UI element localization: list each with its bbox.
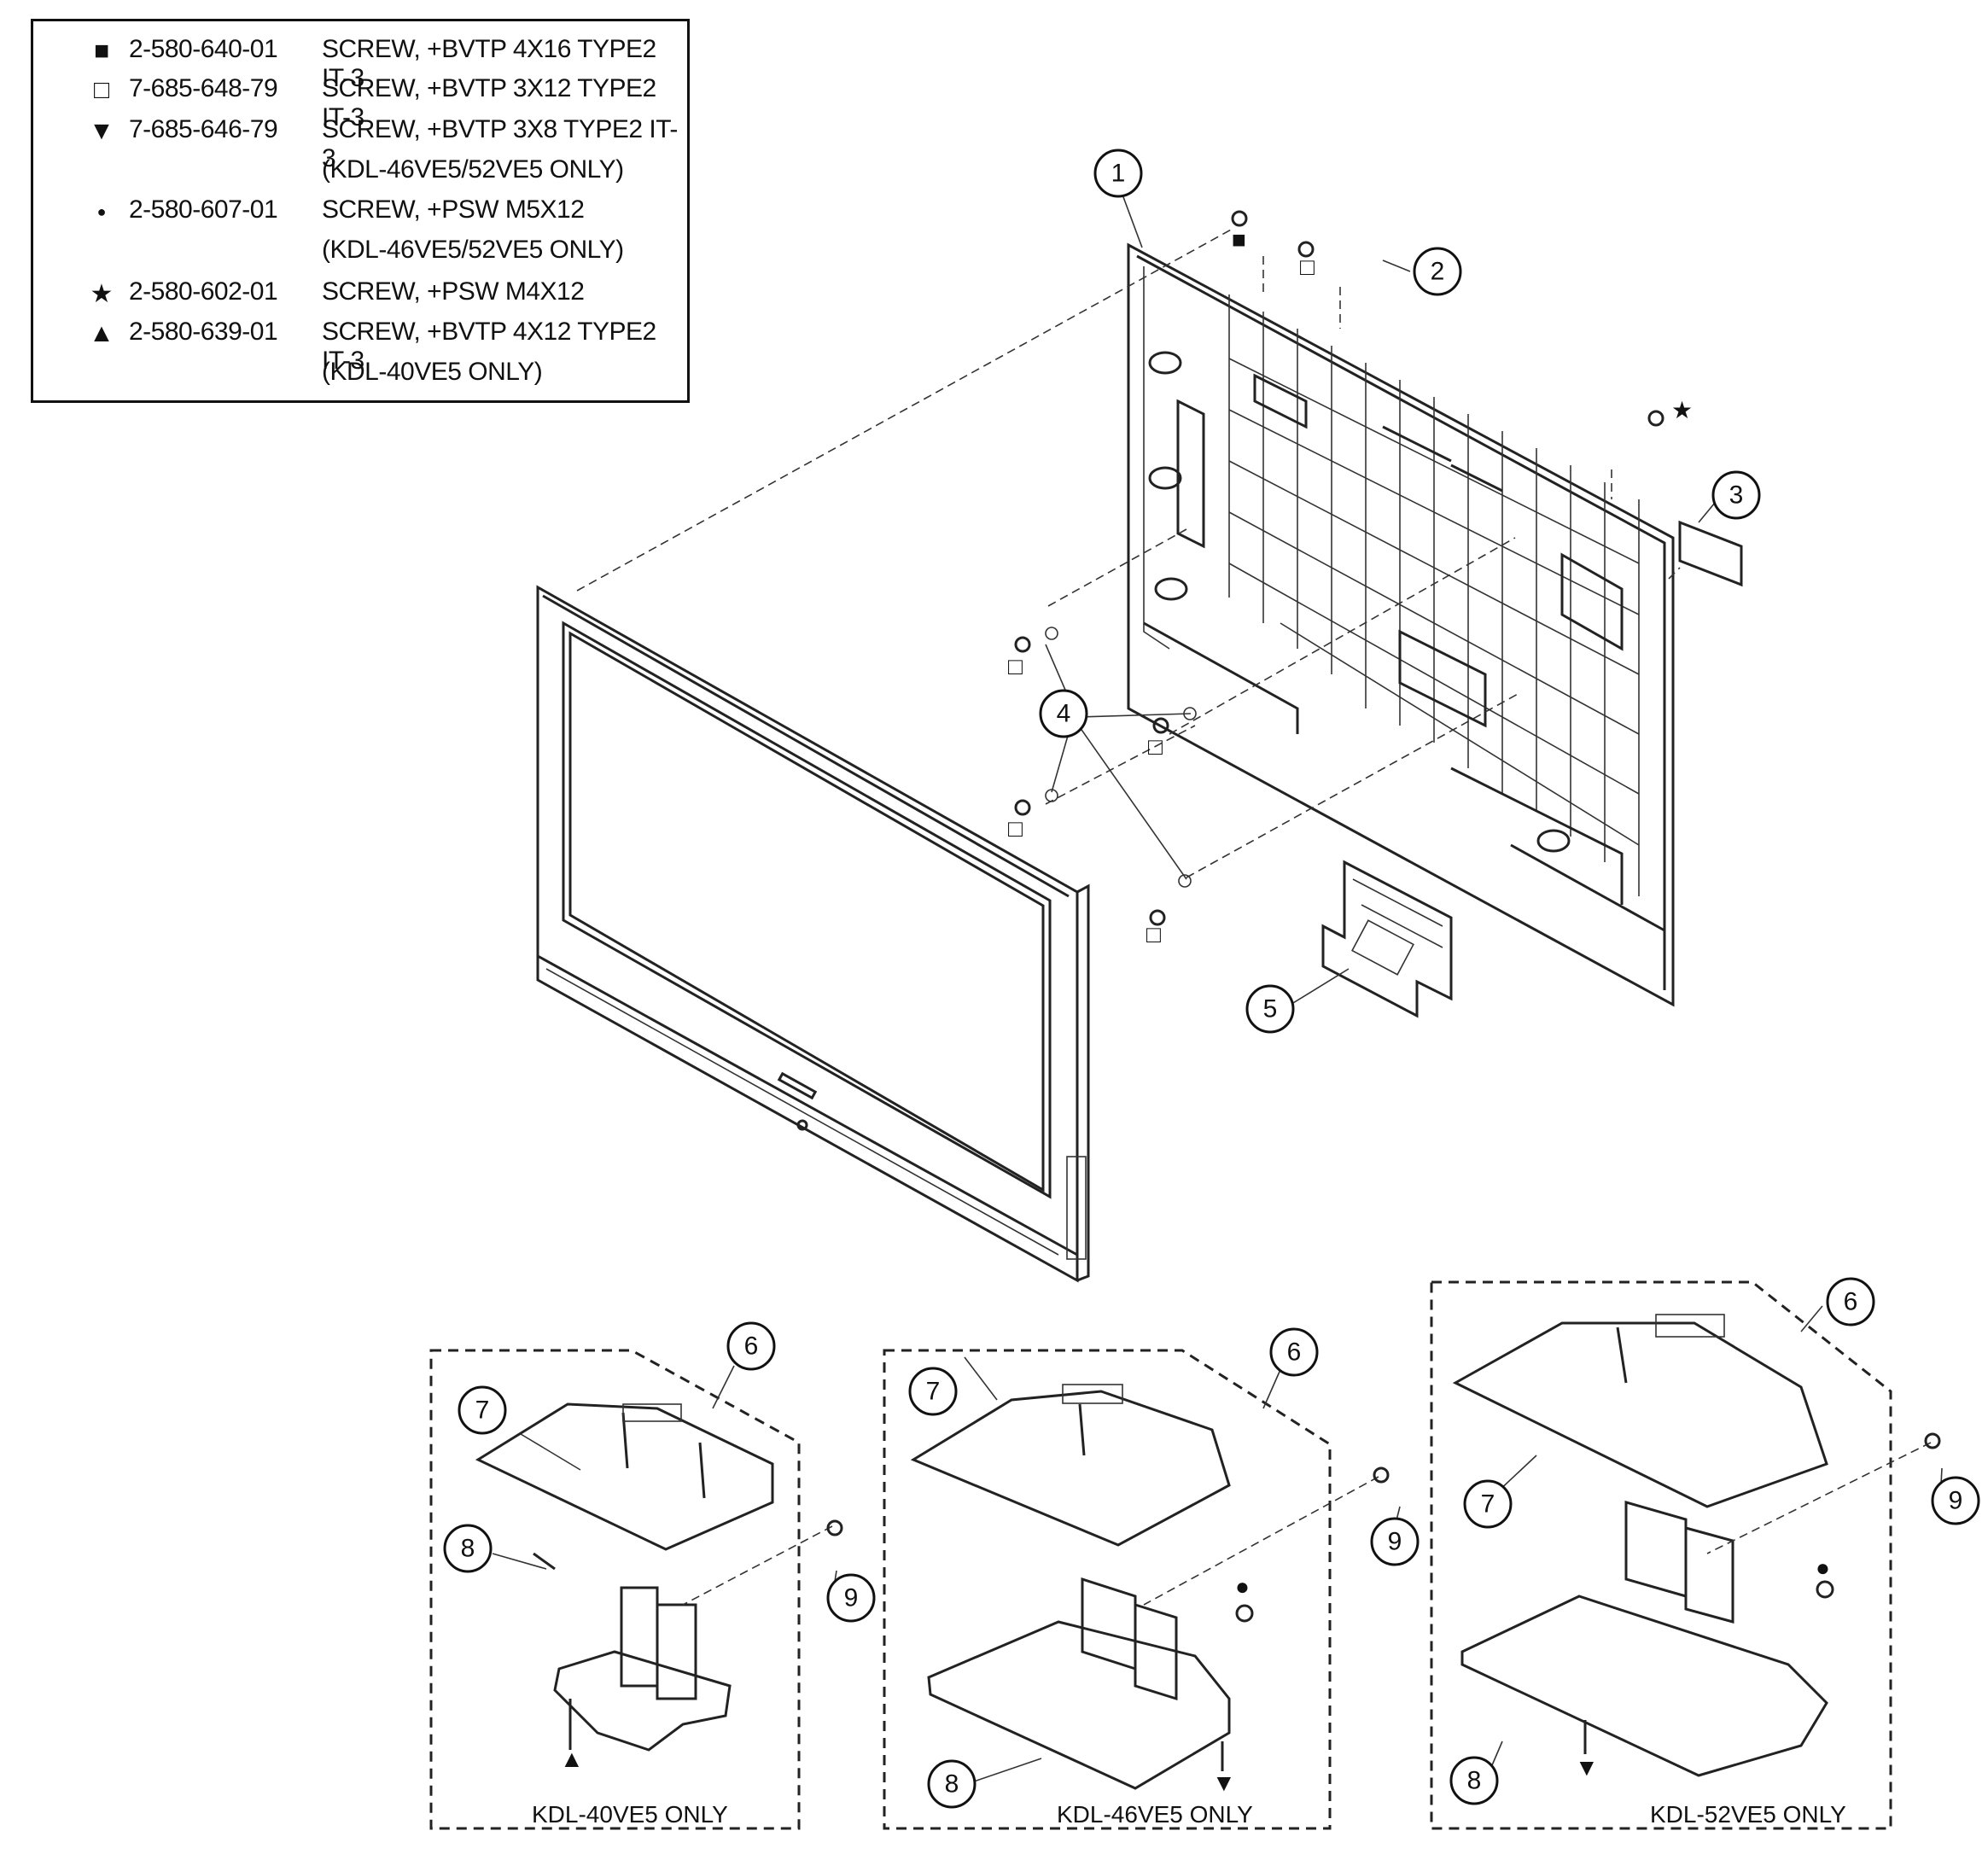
callout-5: 5 <box>1245 984 1295 1034</box>
legend-row: ▲ 2-580-639-01 SCREW, +BVTP 4X12 TYPE2 I… <box>33 314 687 375</box>
svg-text:8: 8 <box>945 1770 959 1799</box>
open-square-marker: □ <box>1146 921 1161 947</box>
legend-row: (KDL-46VE5/52VE5 ONLY) <box>33 152 687 191</box>
part-number: 2-580-602-01 <box>129 277 278 306</box>
callout-52-8: 8 <box>1449 1756 1499 1805</box>
triangle-down-marker: ▼ <box>1575 1754 1599 1781</box>
callout-40-6: 6 <box>726 1321 776 1371</box>
screw-markers: ■ □ ★ □ □ □ □ <box>1008 226 1693 947</box>
part-description: SCREW, +PSW M5X12 <box>322 195 585 224</box>
alignment-lines <box>576 228 1681 878</box>
callout-46-9: 9 <box>1370 1517 1420 1566</box>
legend-row: ■ 2-580-640-01 SCREW, +BVTP 4X16 TYPE2 I… <box>33 32 687 92</box>
legend-row: (KDL-40VE5 ONLY) <box>33 354 687 394</box>
legend-symbol <box>85 354 119 394</box>
front-bezel <box>536 585 1090 1283</box>
legend-row: □ 7-685-648-79 SCREW, +BVTP 3X12 TYPE2 I… <box>33 71 687 131</box>
svg-text:7: 7 <box>1481 1490 1495 1519</box>
triangle-down-marker: ▼ <box>1212 1770 1236 1796</box>
part-description: SCREW, +BVTP 4X16 TYPE2 IT-3 <box>322 35 656 92</box>
rear-cover <box>1127 242 1675 1007</box>
svg-text:1: 1 <box>1111 160 1126 188</box>
part-description: (KDL-46VE5/52VE5 ONLY) <box>322 155 624 184</box>
stand-label-kdl46: KDL-46VE5 ONLY <box>1057 1801 1253 1828</box>
open-square-marker: □ <box>1300 254 1315 280</box>
triangle-down-icon: ▼ <box>89 117 114 145</box>
label-part-3 <box>1678 520 1743 587</box>
legend-symbol <box>85 232 119 271</box>
callout-40-8: 8 <box>443 1524 493 1573</box>
part-number: 7-685-646-79 <box>129 115 278 143</box>
part-number: 2-580-607-01 <box>129 195 278 224</box>
svg-text:6: 6 <box>744 1332 759 1361</box>
filled-dot-icon: ● <box>96 202 107 220</box>
svg-text:7: 7 <box>926 1378 941 1406</box>
open-square-marker: □ <box>1008 815 1023 842</box>
svg-text:8: 8 <box>1467 1767 1482 1795</box>
part-description: SCREW, +PSW M4X12 <box>322 277 585 306</box>
screws-rear <box>1014 210 1664 926</box>
part-description: SCREW, +BVTP 3X12 TYPE2 IT-3 <box>322 74 656 131</box>
stand-kdl40: ▲ <box>429 1349 843 1830</box>
dot-marker: ● <box>1816 1554 1830 1581</box>
part-number: 7-685-648-79 <box>129 74 278 102</box>
svg-text:9: 9 <box>1949 1487 1963 1515</box>
svg-text:6: 6 <box>1287 1338 1302 1367</box>
part-description: SCREW, +BVTP 4X12 TYPE2 IT-3 <box>322 318 656 375</box>
part-number: 2-580-640-01 <box>129 35 278 63</box>
callout-40-7: 7 <box>458 1385 507 1435</box>
svg-text:4: 4 <box>1057 700 1071 728</box>
star-icon: ★ <box>90 279 114 308</box>
open-square-icon: □ <box>93 76 110 104</box>
svg-text:7: 7 <box>475 1396 490 1425</box>
open-square-marker: □ <box>1008 653 1023 679</box>
svg-text:6: 6 <box>1844 1288 1858 1316</box>
bracket-part-5 <box>1321 860 1453 1018</box>
svg-text:8: 8 <box>461 1535 475 1563</box>
legend-row: (KDL-46VE5/52VE5 ONLY) <box>33 232 687 271</box>
callout-46-6: 6 <box>1269 1327 1319 1377</box>
legend-symbol <box>85 152 119 191</box>
callout-4: 4 <box>1039 689 1088 738</box>
callout-52-9: 9 <box>1931 1476 1980 1525</box>
dot-marker: ● <box>1235 1573 1250 1600</box>
svg-text:9: 9 <box>1388 1528 1402 1556</box>
filled-square-icon: ■ <box>93 37 110 65</box>
callout-52-7: 7 <box>1463 1479 1513 1529</box>
triangle-up-icon: ▲ <box>89 319 114 347</box>
star-marker: ★ <box>1671 397 1693 423</box>
svg-text:9: 9 <box>844 1584 859 1612</box>
legend-row: ▼ 7-685-646-79 SCREW, +BVTP 3X8 TYPE2 IT… <box>33 112 687 172</box>
screw-legend-table: ■ 2-580-640-01 SCREW, +BVTP 4X16 TYPE2 I… <box>31 19 690 403</box>
legend-row: ● 2-580-607-01 SCREW, +PSW M5X12 <box>33 192 687 231</box>
callout-3: 3 <box>1711 470 1761 520</box>
stand-label-kdl52: KDL-52VE5 ONLY <box>1650 1801 1846 1828</box>
svg-text:5: 5 <box>1263 995 1278 1023</box>
part-description: (KDL-46VE5/52VE5 ONLY) <box>322 236 624 264</box>
part-description: SCREW, +BVTP 3X8 TYPE2 IT-3 <box>322 115 678 172</box>
svg-text:2: 2 <box>1431 258 1445 286</box>
filled-square-marker: ■ <box>1232 226 1246 253</box>
stand-kdl46: ● ▼ <box>883 1349 1401 1830</box>
stand-label-kdl40: KDL-40VE5 ONLY <box>532 1801 728 1828</box>
part-number: 2-580-639-01 <box>129 318 278 346</box>
callout-40-9: 9 <box>826 1573 876 1623</box>
open-square-marker: □ <box>1148 733 1163 760</box>
callout-2: 2 <box>1413 247 1462 296</box>
svg-text:3: 3 <box>1729 481 1744 510</box>
stand-kdl52: ● ▼ <box>1430 1280 1943 1830</box>
callout-52-6: 6 <box>1826 1277 1875 1326</box>
callout-1: 1 <box>1093 149 1143 198</box>
part-description: (KDL-40VE5 ONLY) <box>322 358 543 386</box>
callout-46-7: 7 <box>908 1367 958 1416</box>
callout-46-8: 8 <box>927 1759 977 1809</box>
legend-row: ★ 2-580-602-01 SCREW, +PSW M4X12 <box>33 274 687 313</box>
triangle-up-marker: ▲ <box>560 1746 584 1772</box>
